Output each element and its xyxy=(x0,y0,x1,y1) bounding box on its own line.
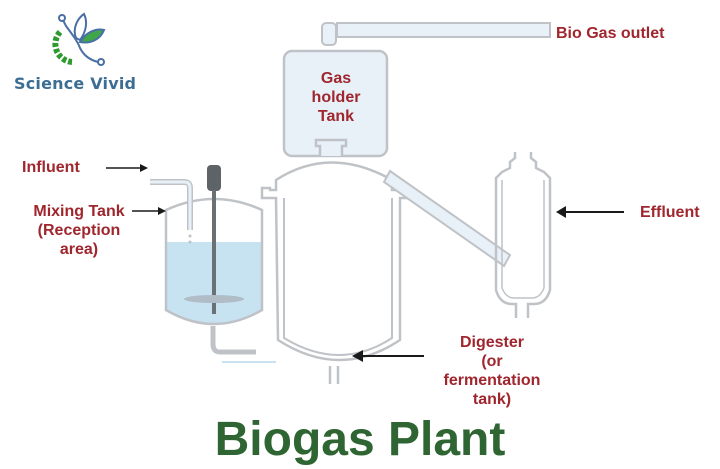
influent-label: Influent xyxy=(22,159,80,176)
leaf-icon xyxy=(73,12,88,42)
gas-outlet-pipe xyxy=(336,22,551,38)
effluent-inner-wall xyxy=(501,180,545,299)
gas-holder-label: Gas holder Tank xyxy=(300,69,372,126)
mixing-tank-label: Mixing Tank (Reception area) xyxy=(20,202,138,259)
gas-holder-neck xyxy=(314,138,348,156)
stirrer-motor xyxy=(207,165,221,191)
brand-name: Science Vivid xyxy=(14,74,137,93)
digester-label-line: tank) xyxy=(472,391,512,408)
mixing-tank-body xyxy=(164,197,264,326)
mixing-tank-arrow xyxy=(132,207,166,215)
bio-gas-outlet-label: Bio Gas outlet xyxy=(556,25,665,42)
stirrer-blade xyxy=(184,295,244,303)
digester-tank xyxy=(260,161,412,362)
gas-holder-label-line: Gas xyxy=(320,70,352,87)
gas-holder-label-line: Tank xyxy=(317,108,355,125)
digester-label-line: fermentation xyxy=(443,372,541,389)
influent-arrow xyxy=(106,164,148,172)
outlet-pipe xyxy=(210,326,256,355)
mixing-tank-label-line: area) xyxy=(59,241,99,258)
digester-label-line: Digester xyxy=(459,334,525,351)
digester-inner-wall xyxy=(283,198,393,356)
logo-icon xyxy=(52,12,106,66)
overflow-pipe xyxy=(382,169,512,268)
gas-outlet-riser xyxy=(321,22,337,46)
effluent-tank xyxy=(494,152,552,318)
circuit-icon xyxy=(62,19,99,63)
digester-label: Digester (or fermentation tank) xyxy=(436,333,548,409)
stirrer-shaft xyxy=(212,190,216,314)
mixing-tank-label-line: Mixing Tank xyxy=(33,203,125,220)
leaf-icon xyxy=(78,28,106,44)
mixing-tank-label-line: (Reception xyxy=(37,222,121,239)
digester-arrow xyxy=(352,350,424,362)
gear-icon xyxy=(52,29,73,65)
influent-pipe xyxy=(150,179,193,230)
digester-label-line: (or xyxy=(481,353,503,370)
mixing-tank xyxy=(150,165,276,363)
effluent-label: Effluent xyxy=(640,204,700,221)
digester-drain xyxy=(328,366,340,384)
diagram-title: Biogas Plant xyxy=(214,413,506,466)
gas-holder-label-line: holder xyxy=(311,89,361,106)
effluent-arrow xyxy=(556,206,624,218)
